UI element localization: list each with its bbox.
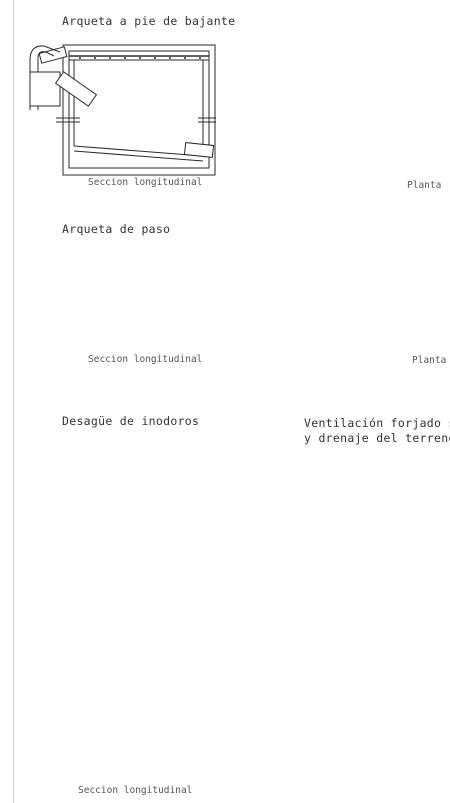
arqueta-bajante-title: Arqueta a pie de bajante (62, 14, 236, 28)
arqueta-bajante-section-drawing (29, 44, 216, 176)
arqueta-paso-title: Arqueta de paso (62, 222, 171, 236)
desague-inodoros-title: Desagüe de inodoros (62, 414, 200, 428)
ventilacion-title-line1: Ventilación forjado sa (304, 416, 450, 430)
arqueta-paso-plan-caption: Planta (410, 355, 449, 366)
arqueta-bajante-plan-caption: Planta (405, 180, 444, 191)
desague-inodoros-section-caption: Seccion longitudinal (76, 785, 195, 796)
arqueta-bajante-section-caption: Seccion longitudinal (86, 177, 205, 188)
arqueta-paso-section-caption: Seccion longitudinal (86, 354, 205, 365)
ventilacion-title-line2: y drenaje del terreno (304, 431, 450, 445)
left-margin-rule (13, 0, 14, 803)
